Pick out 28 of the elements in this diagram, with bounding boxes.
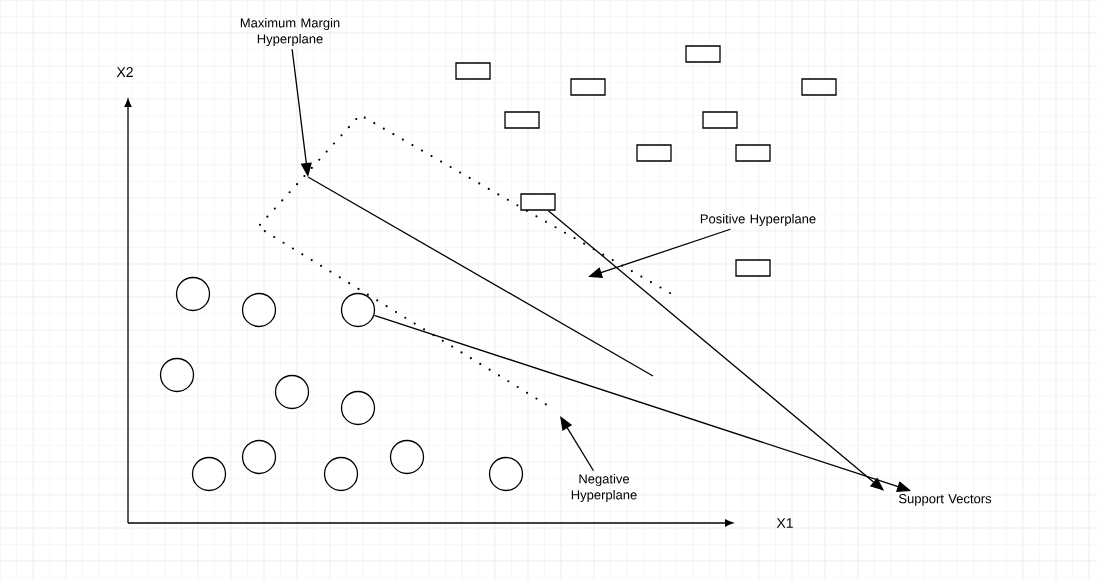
rectangle-marker (685, 45, 721, 63)
callout-label: Maximum Margin Hyperplane (240, 17, 340, 47)
circle-marker (175, 276, 211, 312)
rectangle-marker (570, 78, 606, 96)
circle-marker (191, 456, 227, 492)
rectangle-marker (636, 144, 672, 162)
circle-marker (241, 292, 277, 328)
rectangle-marker (735, 259, 771, 277)
rectangle-marker (455, 62, 491, 80)
callout-label: Positive Hyperplane (700, 213, 816, 227)
rectangle-marker (520, 193, 556, 211)
circle-marker (389, 439, 425, 475)
circle-marker (241, 439, 277, 475)
rectangle-marker (735, 144, 771, 162)
axis-label: X1 (776, 518, 793, 528)
circle-marker (159, 357, 195, 393)
callout-label: Support Vectors (899, 494, 992, 506)
circle-marker (340, 390, 376, 426)
arrow (560, 416, 595, 472)
circle-marker (340, 292, 376, 328)
circle-marker (323, 456, 359, 492)
axis-label: X2 (116, 67, 133, 77)
rectangle-marker (801, 78, 837, 96)
circle-marker (488, 456, 524, 492)
rectangle-marker (702, 111, 738, 129)
circle-marker (274, 374, 310, 410)
callout-label: Negative Hyperplane (571, 473, 637, 503)
rectangle-marker (504, 111, 540, 129)
